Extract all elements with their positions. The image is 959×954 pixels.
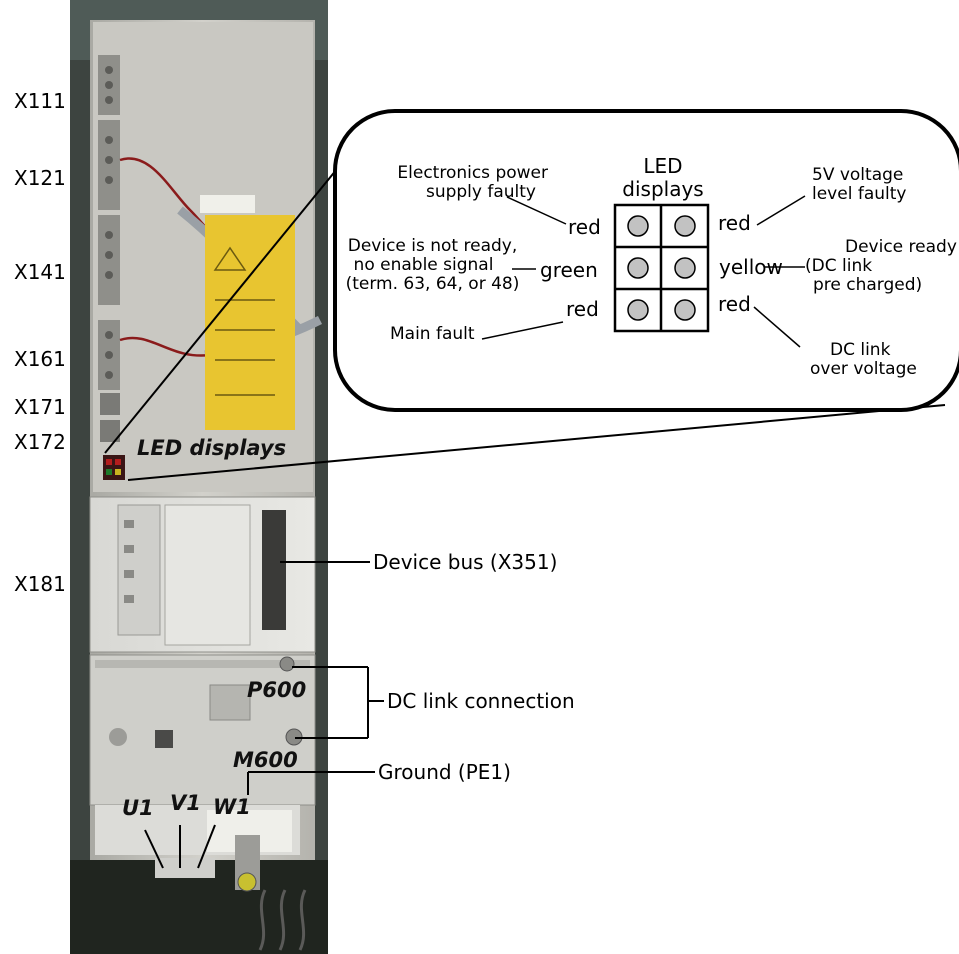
- m600-label: M600: [233, 748, 298, 772]
- terminal-strip-x121: [98, 120, 120, 210]
- p600-label: P600: [247, 678, 306, 702]
- led-title-line2: displays: [608, 178, 718, 201]
- terminal-strip-x171: [100, 393, 120, 415]
- terminal-label-x111: X111: [14, 90, 66, 112]
- terminal-label-x141: X141: [14, 261, 66, 283]
- terminal-strip-x141: [98, 215, 120, 305]
- ground-label: Ground (PE1): [378, 761, 511, 783]
- terminal-label-x161: X161: [14, 348, 66, 370]
- led-indicator: [675, 258, 695, 278]
- led-indicator: [675, 300, 695, 320]
- color-left-red-top: red: [568, 216, 601, 238]
- led-indicator: [628, 216, 648, 236]
- desc-dc-link-overvoltage: DC link over voltage: [810, 341, 917, 379]
- led-indicator: [675, 216, 695, 236]
- desc-electronics-power: Electronics power supply faulty: [330, 164, 548, 202]
- terminal-label-x121: X121: [14, 167, 66, 189]
- led-title: LED displays: [608, 155, 718, 201]
- device-bus-connector: [262, 510, 286, 630]
- warning-label: [205, 215, 295, 430]
- color-left-green: green: [540, 259, 598, 281]
- terminal-label-x172: X172: [14, 431, 66, 453]
- led-cluster: [103, 455, 125, 480]
- color-right-yellow: yellow: [719, 256, 783, 278]
- terminal-label-x171: X171: [14, 396, 66, 418]
- led-indicator: [628, 258, 648, 278]
- w1-label: W1: [213, 795, 251, 819]
- u1-label: U1: [122, 796, 154, 820]
- device-bus-label: Device bus (X351): [373, 551, 557, 573]
- terminal-label-x181: X181: [14, 573, 66, 595]
- desc-main-fault: Main fault: [390, 325, 475, 344]
- led-title-line1: LED: [608, 155, 718, 178]
- desc-device-not-ready: Device is not ready, no enable signal (t…: [340, 237, 525, 294]
- desc-device-ready: Device ready (DC link pre charged): [805, 238, 957, 295]
- led-displays-label: LED displays: [137, 436, 286, 460]
- dc-link-label: DC link connection: [387, 690, 575, 712]
- color-right-red-top: red: [718, 212, 751, 234]
- color-right-red-bottom: red: [718, 293, 751, 315]
- desc-5v-voltage: 5V voltage level faulty: [812, 166, 906, 204]
- v1-label: V1: [170, 791, 201, 815]
- color-left-red-bottom: red: [566, 298, 599, 320]
- led-indicator: [628, 300, 648, 320]
